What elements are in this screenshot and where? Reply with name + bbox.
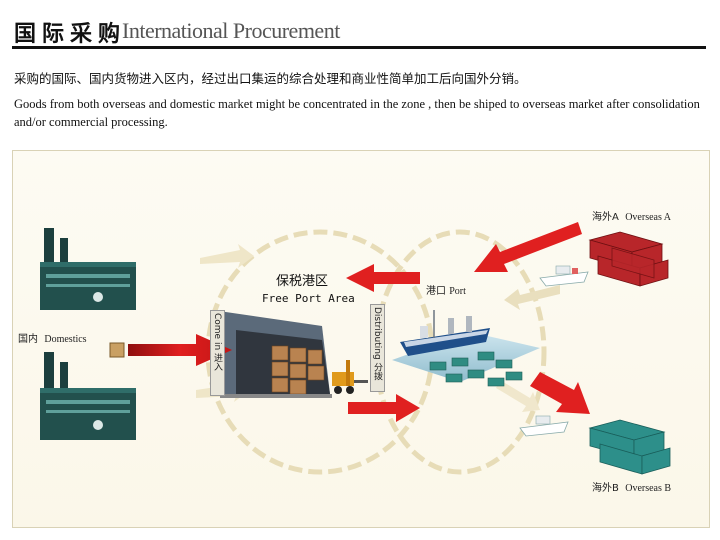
label-free-port-en: Free Port Area xyxy=(262,292,355,305)
arrow-domestic-to-free-port xyxy=(128,334,232,366)
page-title-cn: 国际采购 xyxy=(14,22,127,47)
cargo-ship xyxy=(400,310,490,356)
arrow-port-to-free-port xyxy=(346,264,420,292)
faint-arrow-ship-port xyxy=(504,285,560,310)
container-stack-overseas-a xyxy=(588,231,669,287)
container-stack-overseas-b xyxy=(588,419,671,475)
label-port: 港口 Port xyxy=(426,282,466,297)
header-divider xyxy=(12,46,706,49)
faint-arrow-upper xyxy=(200,244,254,268)
faint-arrow-port-b xyxy=(496,380,540,412)
arrow-port-to-overseas-b xyxy=(530,372,590,414)
page-header: 国际采购 International Procurement xyxy=(12,14,706,47)
label-port-en: Port xyxy=(449,286,466,297)
label-free-port-cn: 保税港区 xyxy=(276,274,329,289)
cargo-box-icon xyxy=(109,342,125,358)
ship-overseas-a xyxy=(539,265,589,287)
warehouse-building xyxy=(212,310,332,398)
label-domestics-cn: 国内 xyxy=(18,334,38,345)
description-en: Goods from both overseas and domestic ma… xyxy=(14,97,700,129)
arrow-free-port-to-port xyxy=(348,394,420,422)
label-warehouse-in: Come in 进入 xyxy=(210,310,225,396)
port-dock xyxy=(392,332,540,387)
forklift-icon xyxy=(332,360,368,394)
factory-bottom xyxy=(40,352,136,440)
label-port-cn: 港口 xyxy=(426,286,446,297)
label-overseas-b: 海外B Overseas B xyxy=(592,479,671,494)
label-overseas-b-en: Overseas B xyxy=(625,483,672,494)
page-title-en: International Procurement xyxy=(122,18,340,43)
label-domestics-en: Domestics xyxy=(44,334,87,345)
arrow-overseas-a-to-port xyxy=(474,222,582,272)
label-overseas-a-cn: 海外A xyxy=(592,212,619,223)
label-overseas-a: 海外A Overseas A xyxy=(592,208,671,223)
label-overseas-a-en: Overseas A xyxy=(625,212,672,223)
label-warehouse-out: Distributing 分拨 xyxy=(370,304,385,392)
ship-overseas-b xyxy=(519,415,569,437)
label-overseas-b-cn: 海外B xyxy=(592,483,619,494)
factory-top xyxy=(40,228,136,310)
description-cn: 采购的国际、国内货物进入区内，经过出口集运的综合处理和商业性简单加工后向国外分销… xyxy=(14,71,527,86)
label-domestics: 国内 Domestics xyxy=(18,330,87,345)
